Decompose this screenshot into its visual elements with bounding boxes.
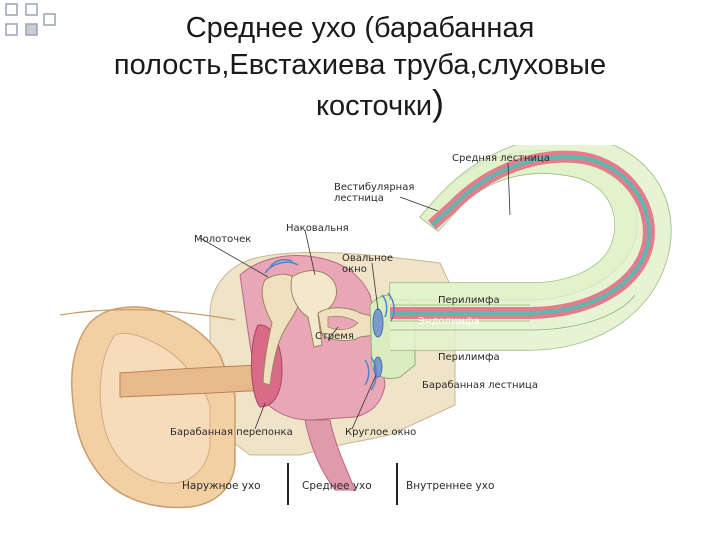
- label-incus: Наковальня: [286, 223, 349, 234]
- section-outer-ear: Наружное ухо: [182, 480, 261, 492]
- label-stapes: Стремя: [315, 331, 354, 342]
- label-tympanic-membrane: Барабанная перепонка: [170, 427, 293, 438]
- label-malleus: Молоточек: [194, 234, 252, 245]
- label-perilymph-bottom: Перилимфа: [438, 352, 500, 363]
- title-line-1: Среднее ухо (барабанная: [185, 12, 535, 44]
- label-scala-tympani: Барабанная лестница: [422, 380, 538, 391]
- label-scala-vestibuli-2: лестница: [334, 193, 384, 204]
- decorative-squares: [5, 3, 56, 36]
- eustachian-tube: [304, 419, 356, 491]
- leader-lines: [199, 162, 511, 430]
- label-scala-media: Средняя лестница: [452, 153, 550, 164]
- label-round-window: Круглое окно: [345, 427, 417, 438]
- oval-window-shape: [372, 308, 384, 338]
- section-middle-ear: Среднее ухо: [302, 480, 372, 492]
- sound-waves: [264, 258, 395, 391]
- title-line-3-text: косточки: [315, 90, 433, 122]
- title-closing-paren: ): [432, 82, 445, 123]
- title-line-2: полость,Евстахиева труба,слуховые: [113, 49, 607, 81]
- ear-anatomy-diagram: Средняя лестница Вестибулярная лестница …: [59, 136, 690, 515]
- label-scala-vestibuli-1: Вестибулярная: [334, 182, 415, 193]
- section-inner-ear: Внутреннее ухо: [406, 480, 495, 492]
- label-oval-window-1: Овальное: [342, 253, 393, 264]
- label-endolymph: Эндолимфа: [418, 316, 480, 327]
- label-perilymph-top: Перилимфа: [438, 295, 500, 306]
- cochlea-lower-chamber: [390, 294, 636, 331]
- label-oval-window-2: окно: [342, 264, 367, 275]
- stapes-arch: [327, 315, 359, 331]
- title-line-3: косточки): [40, 84, 680, 125]
- ear-illustration: [59, 136, 672, 509]
- skin-surface: [59, 308, 236, 321]
- slide-title: Среднее ухо (барабанная полость,Евстахие…: [40, 10, 680, 125]
- endolymph-band: [390, 154, 651, 315]
